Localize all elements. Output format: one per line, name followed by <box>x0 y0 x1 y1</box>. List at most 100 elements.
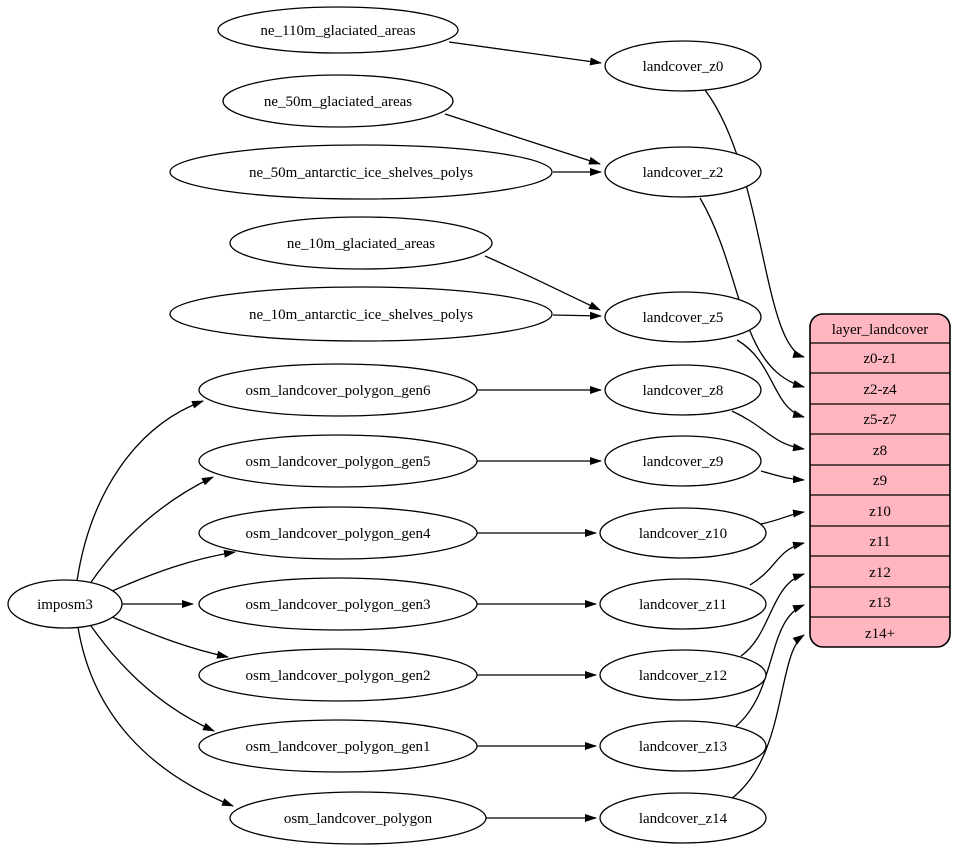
edge-imposm3-to-osm-landcover-polygon-gen6 <box>76 400 204 582</box>
node-landcover-z14: landcover_z14 <box>599 792 767 844</box>
table-row-z5-z7: z5-z7 <box>863 412 897 428</box>
node-label: landcover_z10 <box>639 526 727 542</box>
table-title: layer_landcover <box>832 322 929 338</box>
node-label: osm_landcover_polygon <box>284 811 433 827</box>
edge-imposm3-to-osm-landcover-polygon-gen5 <box>88 476 214 586</box>
node-ne-110m-glaciated-areas: ne_110m_glaciated_areas <box>217 6 459 54</box>
edge-landcover-z8-to-row-z8 <box>731 410 805 452</box>
node-label: osm_landcover_polygon_gen2 <box>246 668 431 684</box>
node-shape <box>604 435 762 487</box>
node-shape <box>198 363 478 417</box>
node-label: osm_landcover_polygon_gen6 <box>246 383 431 399</box>
node-label: ne_110m_glaciated_areas <box>260 23 415 39</box>
node-osm-landcover-polygon: osm_landcover_polygon <box>229 791 487 845</box>
node-landcover-z5: landcover_z5 <box>604 291 762 343</box>
edge-landcover-z12-to-row-z12 <box>740 573 805 657</box>
edge-imposm3-to-osm-landcover-polygon-gen4 <box>109 549 236 593</box>
node-label: osm_landcover_polygon_gen3 <box>246 597 431 613</box>
node-shape <box>599 578 767 630</box>
node-label: landcover_z13 <box>639 739 727 755</box>
node-label: osm_landcover_polygon_gen4 <box>246 526 431 542</box>
table-row-z11: z11 <box>869 534 890 550</box>
node-osm-landcover-polygon-gen3: osm_landcover_polygon_gen3 <box>198 577 478 631</box>
node-imposm3: imposm3 <box>7 579 123 629</box>
node-label: ne_50m_glaciated_areas <box>264 94 412 110</box>
edge-imposm3-to-osm-landcover-polygon-gen2 <box>109 615 229 659</box>
table-row-z12: z12 <box>869 565 891 581</box>
table-layer-landcover: layer_landcover z0-z1 z2-z4 z5-z7 z8 z9 … <box>809 313 951 648</box>
node-label: landcover_z11 <box>639 597 727 613</box>
node-shape <box>198 434 478 488</box>
edge-landcover-z9-to-row-z9 <box>760 470 805 484</box>
edge-landcover-z14-to-row-z14 <box>730 634 805 800</box>
table-row-z10: z10 <box>869 504 891 520</box>
node-shape <box>599 792 767 844</box>
node-osm-landcover-polygon-gen5: osm_landcover_polygon_gen5 <box>198 434 478 488</box>
node-osm-landcover-polygon-gen6: osm_landcover_polygon_gen6 <box>198 363 478 417</box>
node-label: landcover_z9 <box>643 454 724 470</box>
node-shape <box>198 719 478 773</box>
node-landcover-z2: landcover_z2 <box>604 146 762 198</box>
node-osm-landcover-polygon-gen2: osm_landcover_polygon_gen2 <box>198 648 478 702</box>
node-label: landcover_z2 <box>643 165 724 181</box>
node-ne-50m-glaciated-areas: ne_50m_glaciated_areas <box>222 74 454 128</box>
table-outline <box>809 313 951 648</box>
table-row-z0-z1: z0-z1 <box>863 351 896 367</box>
node-shape <box>169 144 553 200</box>
node-shape <box>198 577 478 631</box>
node-landcover-z9: landcover_z9 <box>604 435 762 487</box>
edge-landcover-z11-to-row-z11 <box>749 541 805 586</box>
node-label: landcover_z12 <box>639 668 727 684</box>
node-landcover-z0: landcover_z0 <box>604 40 762 92</box>
node-imposm3-shape <box>7 579 123 629</box>
edge-ne-10m-antarctic-ice-shelves-polys-to-landcover-z5 <box>552 311 602 320</box>
table-row-z8: z8 <box>873 443 887 459</box>
edge-landcover-z13-to-row-z13 <box>734 604 805 728</box>
node-shape <box>599 507 767 559</box>
node-shape <box>198 506 478 560</box>
node-label: landcover_z14 <box>639 811 728 827</box>
node-shape <box>198 648 478 702</box>
node-label: landcover_z0 <box>643 59 724 75</box>
node-shape <box>604 40 762 92</box>
node-shape <box>604 146 762 198</box>
node-landcover-z11: landcover_z11 <box>599 578 767 630</box>
node-landcover-z13: landcover_z13 <box>599 720 767 772</box>
node-label: osm_landcover_polygon_gen5 <box>246 454 431 470</box>
edge-imposm3-to-osm-landcover-polygon-gen1 <box>88 622 215 732</box>
node-shape <box>229 216 493 270</box>
edge-landcover-z10-to-row-z10 <box>760 509 805 525</box>
edge-landcover-z0-to-row-z0-z1 <box>704 89 805 358</box>
node-label: landcover_z8 <box>643 383 724 399</box>
node-label: landcover_z5 <box>643 310 724 326</box>
node-shape <box>222 74 454 128</box>
table-row-z13: z13 <box>869 595 891 611</box>
edges-layer <box>76 41 805 822</box>
table-row-z9: z9 <box>873 473 887 489</box>
node-shape <box>229 791 487 845</box>
node-shape <box>599 649 767 701</box>
node-label: osm_landcover_polygon_gen1 <box>246 739 431 755</box>
edge-ne-50m-glaciated-areas-to-landcover-z2 <box>444 113 601 165</box>
node-landcover-z8: landcover_z8 <box>604 364 762 416</box>
node-ne-50m-antarctic-ice-shelves-polys: ne_50m_antarctic_ice_shelves_polys <box>169 144 553 200</box>
node-ne-10m-antarctic-ice-shelves-polys: ne_10m_antarctic_ice_shelves_polys <box>169 286 553 342</box>
node-shape <box>169 286 553 342</box>
node-shape <box>599 720 767 772</box>
node-osm-landcover-polygon-gen1: osm_landcover_polygon_gen1 <box>198 719 478 773</box>
node-ne-10m-glaciated-areas: ne_10m_glaciated_areas <box>229 216 493 270</box>
node-label: ne_50m_antarctic_ice_shelves_polys <box>249 165 473 181</box>
edge-ne-110m-glaciated-areas-to-landcover-z0 <box>448 41 602 66</box>
node-label: ne_10m_antarctic_ice_shelves_polys <box>249 307 473 323</box>
node-landcover-z10: landcover_z10 <box>599 507 767 559</box>
node-shape <box>604 291 762 343</box>
edge-ne-10m-glaciated-areas-to-landcover-z5 <box>484 255 601 311</box>
edge-landcover-z2-to-row-z2-z4 <box>699 197 805 388</box>
table-row-z2-z4: z2-z4 <box>863 382 897 398</box>
node-imposm3-label: imposm3 <box>37 597 93 613</box>
edge-imposm3-to-osm-landcover-polygon <box>77 626 234 807</box>
nodes-layer: imposm3 ne_110m_glaciated_areas ne_50m_g… <box>7 6 767 845</box>
node-shape <box>604 364 762 416</box>
